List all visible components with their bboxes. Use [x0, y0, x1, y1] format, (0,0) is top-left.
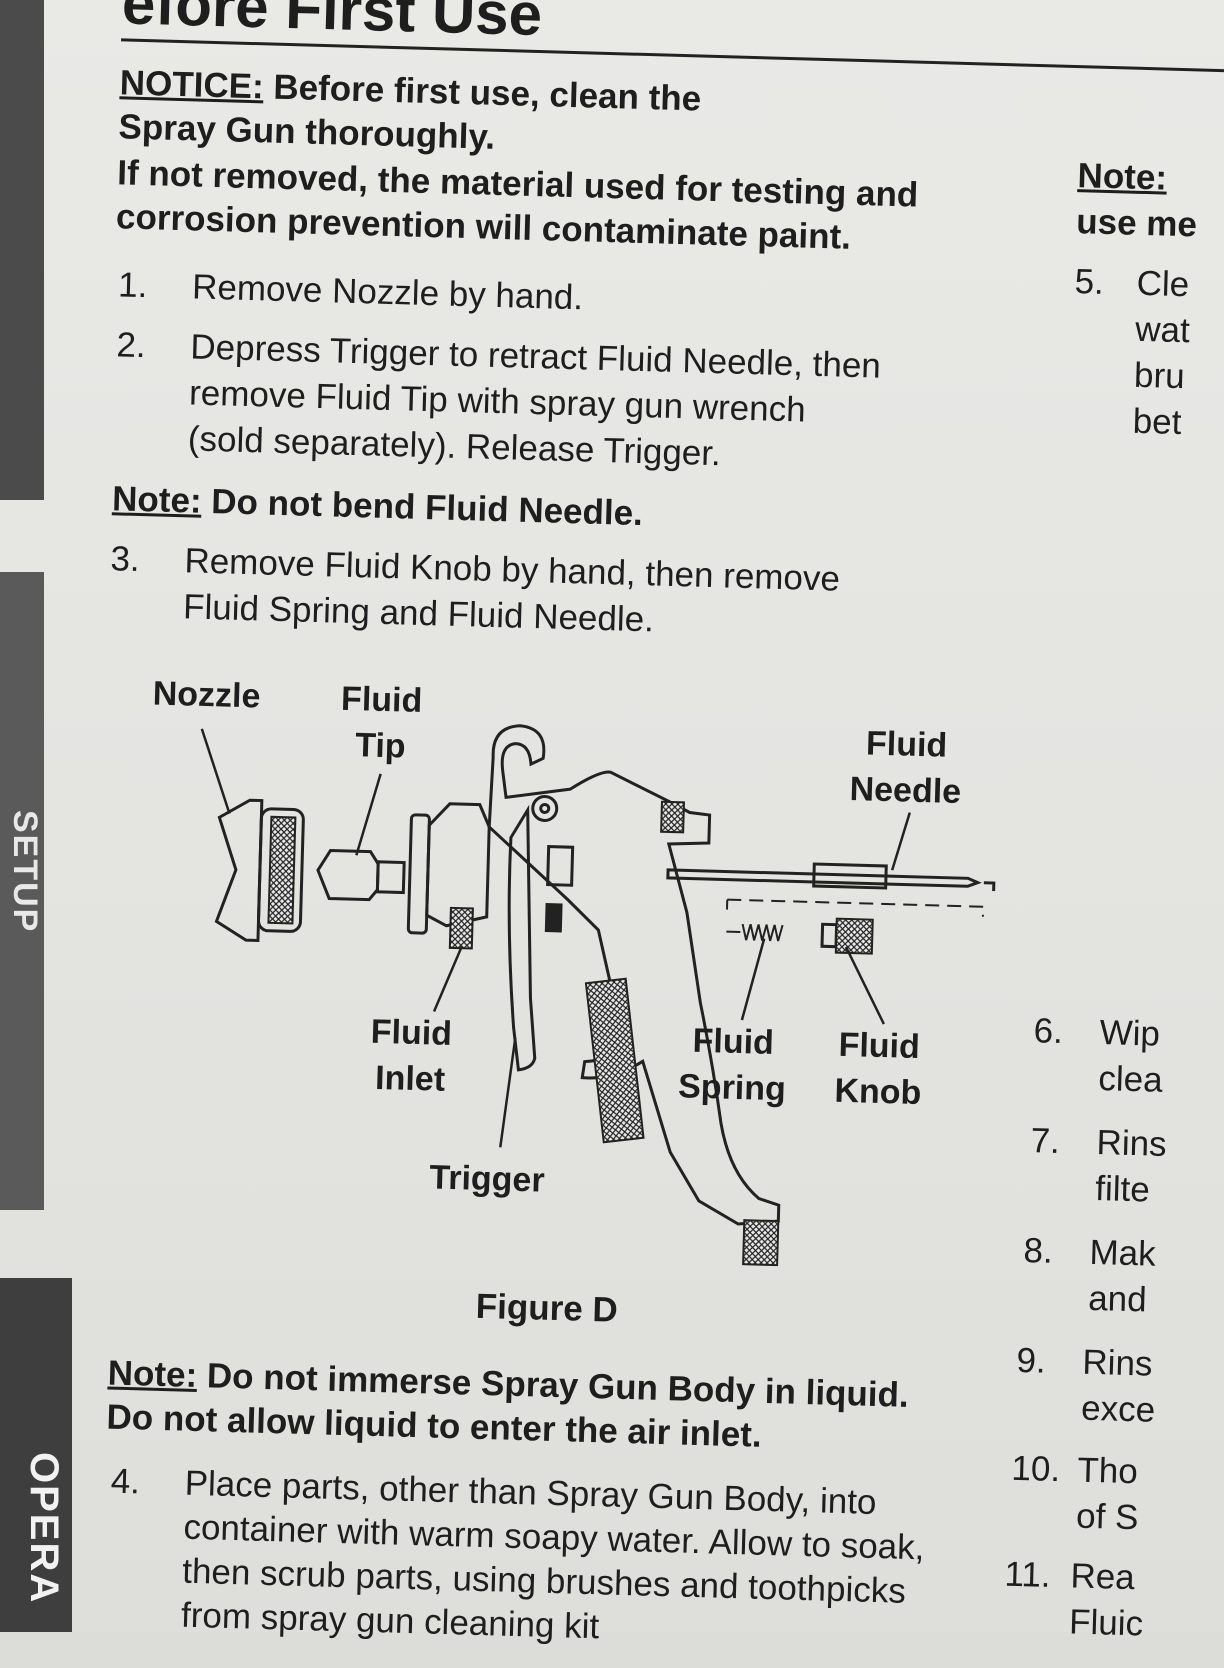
nozzle-ring: [256, 807, 305, 933]
label-fluid-spring-line-1: Fluid: [692, 1021, 775, 1062]
step-text-line-1: Rins: [1096, 1123, 1168, 1164]
step-text-line-2: wat: [1134, 309, 1191, 351]
label-fluid-tip: Fluid Tip: [335, 677, 428, 771]
step-4: 4. Place parts, other than Spray Gun Bod…: [110, 1459, 991, 1647]
step-number: 9.: [1015, 1340, 1047, 1381]
fluid-tip-shape: [316, 848, 380, 902]
fluid-spring-shape: [726, 923, 784, 942]
label-fluid-needle: Fluid Needle: [840, 721, 973, 816]
step-number: 6.: [1033, 1011, 1064, 1052]
step-number: 11.: [1003, 1554, 1052, 1595]
label-fluid-spring: Fluid Spring: [671, 1018, 794, 1113]
figure-d: Nozzle Fluid Tip Fluid Needle Fluid Inle…: [135, 674, 1013, 1361]
spray-gun-diagram: [200, 724, 996, 1267]
step-2: 2. Depress Trigger to retract Fluid Need…: [116, 322, 977, 473]
nozzle-shape: [214, 798, 264, 943]
side-tab-setup: [0, 572, 44, 1210]
note-label: Note:: [111, 479, 203, 521]
step-text-line-2: filte: [1094, 1168, 1151, 1210]
notice-text-1: Before first use, clean the: [272, 67, 702, 119]
label-fluid-needle-line-1: Fluid: [865, 724, 948, 765]
step-text-line-4: bet: [1132, 401, 1182, 443]
step-number: 2.: [115, 325, 147, 366]
step-number: 10.: [1010, 1448, 1061, 1490]
step-number: 8.: [1023, 1231, 1054, 1271]
figure-caption: Figure D: [475, 1286, 619, 1330]
label-fluid-spring-line-2: Spring: [677, 1067, 787, 1109]
label-fluid-tip-line-2: Tip: [354, 726, 407, 766]
step-number: 3.: [110, 539, 141, 580]
step-text-line-2: exce: [1080, 1388, 1156, 1430]
step-1: 1. Remove Nozzle by hand.: [118, 262, 979, 317]
label-nozzle: Nozzle: [152, 674, 261, 716]
label-fluid-tip-line-1: Fluid: [340, 679, 423, 720]
step-text-line-1: Rins: [1081, 1342, 1154, 1384]
step-number: 5.: [1074, 262, 1105, 302]
note-label: Note:: [107, 1353, 198, 1395]
label-fluid-knob: Fluid Knob: [827, 1023, 930, 1118]
right-column: Note: use me 5. Cle wat bru bet 6. Wip c…: [1004, 153, 1224, 1643]
label-fluid-knob-line-2: Knob: [834, 1071, 922, 1112]
step-text-line-3: bru: [1133, 355, 1186, 397]
step-text-line-1: Cle: [1136, 263, 1190, 305]
side-tab-top: [0, 0, 44, 500]
notice-label: NOTICE:: [119, 63, 265, 107]
step-text-line-1: Rea: [1069, 1556, 1136, 1598]
grip-panel: [584, 977, 645, 1144]
fluid-knob-shape: [834, 917, 874, 955]
notice-line-2: Spray Gun thoroughly.: [118, 107, 496, 157]
trigger-shape: [507, 804, 537, 1072]
fluid-needle-shape: [666, 868, 982, 888]
right-note-text: use me: [1075, 202, 1198, 245]
label-fluid-inlet: Fluid Inlet: [361, 1009, 460, 1103]
step-text-line-1: Mak: [1089, 1232, 1157, 1274]
gun-body-outline: [487, 724, 781, 1226]
label-trigger: Trigger: [428, 1158, 546, 1200]
label-fluid-inlet-line-1: Fluid: [370, 1012, 453, 1053]
step-text-line-1: Wip: [1099, 1013, 1161, 1054]
label-fluid-needle-line-2: Needle: [849, 769, 962, 811]
step-text-line-2: Fluic: [1068, 1602, 1144, 1644]
label-fluid-inlet-line-2: Inlet: [374, 1058, 446, 1099]
step-number: 1.: [117, 265, 148, 306]
step-text: Remove Nozzle by hand.: [191, 267, 584, 318]
side-tab-operation: [0, 1278, 72, 1632]
step-number: 4.: [110, 1461, 141, 1502]
right-note-label: Note:: [1077, 156, 1168, 198]
step-text-line-2: and: [1087, 1278, 1148, 1320]
label-fluid-knob-line-1: Fluid: [838, 1025, 921, 1067]
note-bend: Note: Do not bend Fluid Needle.: [112, 478, 644, 534]
note-text: Do not bend Fluid Needle.: [210, 482, 644, 534]
step-text-line-2: clea: [1097, 1059, 1164, 1100]
step-text-line-1: Tho: [1076, 1450, 1139, 1492]
step-text-line-2: of S: [1075, 1496, 1139, 1538]
step-3: 3. Remove Fluid Knob by hand, then remov…: [110, 536, 971, 639]
step-number: 7.: [1030, 1121, 1061, 1161]
